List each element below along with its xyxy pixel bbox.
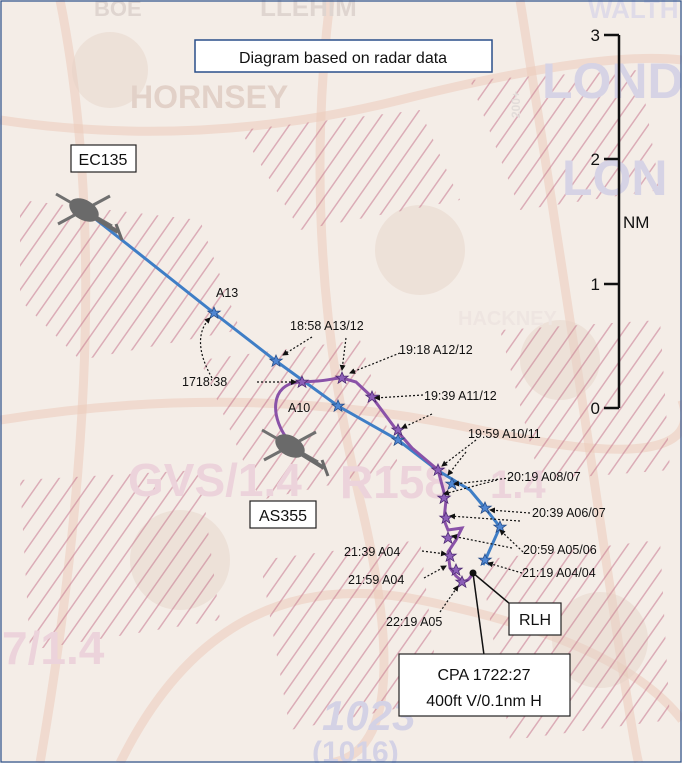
time-label: 20:59 A05/06 [523, 543, 597, 557]
map-word-top-left: BOE [94, 0, 142, 21]
time-label: 22:19 A05 [386, 615, 442, 629]
map-word-lond1: LOND [542, 53, 682, 109]
nm-scale-bar: 3 2 1 0 NM [591, 26, 650, 418]
rlh-label-box: RLH [508, 602, 562, 636]
time-label: 20:39 A06/07 [532, 506, 606, 520]
time-label: 1718:38 [182, 375, 227, 389]
time-label: 21:59 A04 [348, 573, 404, 587]
map-word-walth: WALTH [588, 0, 679, 24]
time-label: 18:58 A13/12 [290, 319, 364, 333]
time-label: 20:19 A08/07 [507, 470, 581, 484]
time-label: 21:39 A04 [344, 545, 400, 559]
time-label: 21:19 A04/04 [522, 566, 596, 580]
map-word-hackney: HACKNEY [458, 308, 558, 330]
cpa-line-1: CPA 1722:27 [437, 667, 530, 684]
scale-tick-2: 2 [591, 150, 600, 169]
cpa-box: CPA 1722:27 400ft V/0.1nm H [398, 653, 571, 717]
ec135-alt-a13: A13 [216, 286, 238, 300]
map-word-r14: 1.4 [490, 463, 546, 507]
rlh-label: RLH [519, 612, 551, 629]
scale-tick-1: 1 [591, 275, 600, 294]
cpa-line-2: 400ft V/0.1nm H [426, 693, 542, 710]
as355-label-box: AS355 [249, 500, 317, 529]
map-word-200: 200+ [509, 91, 523, 118]
diagram-title: Diagram based on radar data [239, 50, 447, 67]
map-word-v71: 7/1.4 [2, 622, 105, 674]
as355-label: AS355 [259, 508, 307, 525]
time-labels: 1718:38 18:58 A13/12 19:18 A12/12 19:39 … [182, 319, 606, 629]
scale-tick-3: 3 [591, 26, 600, 45]
map-word-gvs: GVS/1.4 [128, 454, 302, 506]
map-word-hornsey: HORNSEY [130, 79, 288, 115]
title-box: Diagram based on radar data [194, 39, 493, 73]
label-leaders [200, 317, 531, 613]
scale-tick-0: 0 [591, 399, 600, 418]
ec135-label-box: EC135 [70, 144, 137, 173]
time-label: 19:39 A11/12 [424, 389, 497, 403]
ec135-track [83, 208, 502, 566]
rlh-leader [472, 572, 511, 605]
scale-unit: NM [623, 213, 649, 232]
map-word-top-mid: LLEHIM [260, 0, 357, 22]
ec135-label: EC135 [79, 152, 128, 169]
time-label: 19:18 A12/12 [399, 343, 473, 357]
time-label: 19:59 A10/11 [468, 427, 541, 441]
cpa-leader [472, 572, 485, 656]
as355-alt-a10: A10 [288, 401, 310, 415]
